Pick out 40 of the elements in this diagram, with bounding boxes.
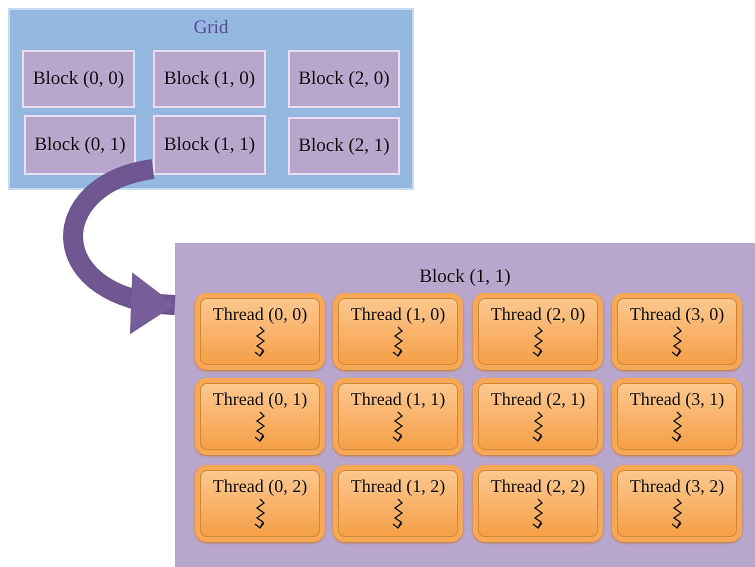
node-label: Block (2, 1) [298,134,390,158]
thread-box [333,293,463,370]
node-label: Block (1, 1) [418,265,512,289]
node-label: Thread (1, 1) [350,388,446,411]
grid-panel [10,10,412,188]
node-label: Thread (3, 2) [630,475,724,498]
block-box [288,50,400,108]
node-label: Thread (0, 0) [212,303,308,326]
thread-box [195,378,325,455]
block-box [22,50,135,108]
thread-box [333,465,463,542]
node-label: Block (0, 1) [34,132,126,157]
node-label: Thread (1, 2) [350,475,446,498]
thread-box [333,378,463,455]
node-label: Thread (0, 1) [212,388,308,411]
thread-box [473,465,603,542]
node-label: Block (2, 0) [298,66,390,91]
block-box [24,115,136,175]
block-box [153,115,266,175]
thread-box [473,293,603,370]
node-label: Grid [192,16,230,40]
thread-box [612,465,742,542]
block-box [153,50,266,108]
node-label: Thread (3, 1) [630,388,724,411]
thread-box [612,293,742,370]
node-label: Block (0, 0) [32,66,124,91]
node-label: Thread (0, 2) [212,475,308,498]
node-label: Thread (2, 2) [490,475,586,498]
thread-box [612,378,742,455]
block-box [288,117,400,175]
node-label: Thread (2, 1) [490,388,586,411]
node-label: Thread (1, 0) [350,303,446,326]
node-label: Thread (3, 0) [630,303,724,326]
thread-box [473,378,603,455]
node-label: Thread (2, 0) [490,303,586,326]
thread-box [195,465,325,542]
block-panel [175,243,755,567]
node-label: Block (1, 0) [164,66,256,91]
node-label: Block (1, 1) [164,132,256,157]
thread-box [195,293,325,370]
